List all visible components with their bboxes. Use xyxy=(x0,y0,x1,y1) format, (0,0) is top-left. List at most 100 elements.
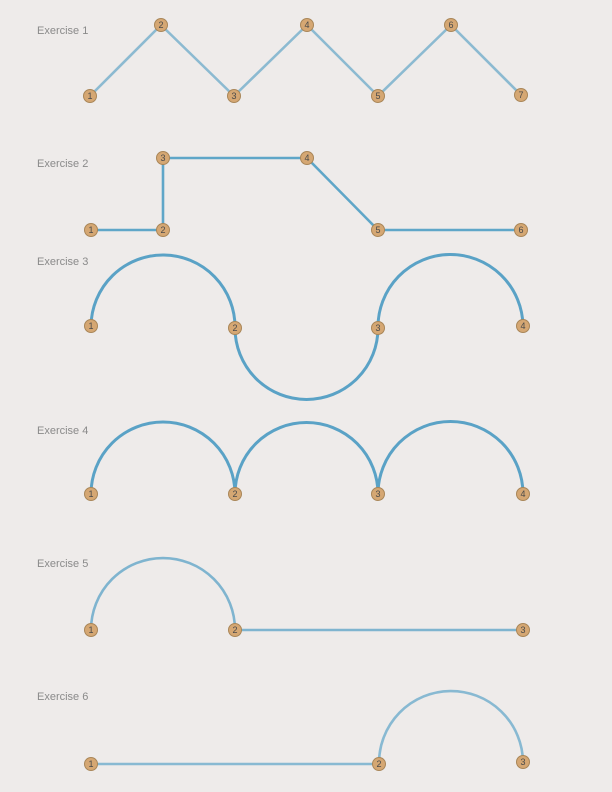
node-marker xyxy=(514,223,528,237)
exercise-3-node-1: 1 xyxy=(84,319,98,333)
exercise-4-segment-1-arc xyxy=(89,420,237,496)
exercise-2-diagram: 1 2 3 4 5 6 xyxy=(84,151,528,237)
exercise-1-node-2: 2 xyxy=(154,18,168,32)
exercise-3-segment-1-arc xyxy=(89,253,237,330)
node-marker xyxy=(84,223,98,237)
node-marker xyxy=(84,623,98,637)
exercise-3-segment-2-arc xyxy=(233,326,380,401)
exercise-3-diagram: 1 2 3 4 xyxy=(84,253,530,401)
node-number: 2 xyxy=(232,323,237,333)
exercise-1-node-7: 7 xyxy=(514,88,528,102)
node-number: 2 xyxy=(158,20,163,30)
exercise-4-node-4: 4 xyxy=(516,487,530,501)
exercise-2-node-2: 2 xyxy=(156,223,170,237)
node-marker xyxy=(227,89,241,103)
node-number: 3 xyxy=(231,91,236,101)
exercise-6-diagram: 1 2 3 xyxy=(84,689,530,771)
node-marker xyxy=(371,223,385,237)
exercise-2-node-3: 3 xyxy=(156,151,170,165)
node-number: 4 xyxy=(520,321,525,331)
exercise-2-node-6: 6 xyxy=(514,223,528,237)
exercise-2-node-4: 4 xyxy=(300,151,314,165)
node-marker xyxy=(84,319,98,333)
exercise-paths: 1 2 3 4 5 6 7 1 2 3 4 5 6 1 2 3 4 1 2 3 4 1 2 3 1 2 3 xyxy=(83,18,530,771)
exercise-6-title: Exercise 6 xyxy=(37,691,88,703)
node-number: 3 xyxy=(375,489,380,499)
node-marker xyxy=(516,755,530,769)
exercise-2-title: Exercise 2 xyxy=(37,158,88,170)
node-marker xyxy=(228,487,242,501)
node-marker xyxy=(371,487,385,501)
node-marker xyxy=(516,319,530,333)
exercise-1-segment-2-line xyxy=(159,23,236,98)
node-marker xyxy=(300,151,314,165)
node-number: 4 xyxy=(304,20,309,30)
exercise-4-segment-3-arc xyxy=(376,420,525,496)
node-marker xyxy=(84,757,98,771)
node-number: 2 xyxy=(232,489,237,499)
node-marker xyxy=(228,321,242,335)
node-number: 7 xyxy=(518,90,523,100)
node-number: 5 xyxy=(375,91,380,101)
node-number: 5 xyxy=(375,225,380,235)
node-number: 3 xyxy=(375,323,380,333)
exercise-1-node-6: 6 xyxy=(444,18,458,32)
node-marker xyxy=(228,623,242,637)
node-number: 4 xyxy=(520,489,525,499)
exercise-6-node-3: 3 xyxy=(516,755,530,769)
node-marker xyxy=(156,151,170,165)
node-marker xyxy=(154,18,168,32)
node-number: 1 xyxy=(88,225,93,235)
exercise-3-title: Exercise 3 xyxy=(37,256,88,268)
node-number: 1 xyxy=(88,759,93,769)
exercise-6-node-2: 2 xyxy=(372,757,386,771)
exercise-4-node-2: 2 xyxy=(228,487,242,501)
exercise-4-diagram: 1 2 3 4 xyxy=(84,420,530,501)
node-number: 6 xyxy=(518,225,523,235)
exercise-4-title: Exercise 4 xyxy=(37,425,88,437)
exercise-1-node-4: 4 xyxy=(300,18,314,32)
node-number: 3 xyxy=(520,625,525,635)
exercise-3-node-2: 2 xyxy=(228,321,242,335)
node-marker xyxy=(514,88,528,102)
node-marker xyxy=(372,757,386,771)
exercise-1-segment-5-line xyxy=(376,23,453,98)
node-number: 3 xyxy=(520,757,525,767)
exercise-1-segment-4-line xyxy=(305,23,380,98)
exercise-1-node-3: 3 xyxy=(227,89,241,103)
node-number: 1 xyxy=(88,321,93,331)
exercise-1-diagram: 1 2 3 4 5 6 7 xyxy=(83,18,528,103)
exercise-5-diagram: 1 2 3 xyxy=(84,556,530,637)
exercise-1-segment-3-line xyxy=(232,23,309,98)
node-marker xyxy=(300,18,314,32)
node-number: 4 xyxy=(304,153,309,163)
exercise-6-segment-2-arc xyxy=(377,689,525,766)
exercise-6-node-1: 1 xyxy=(84,757,98,771)
node-number: 2 xyxy=(160,225,165,235)
exercise-2-node-5: 5 xyxy=(371,223,385,237)
node-marker xyxy=(371,89,385,103)
node-number: 3 xyxy=(160,153,165,163)
exercise-4-node-1: 1 xyxy=(84,487,98,501)
exercise-1-segment-1-line xyxy=(88,23,163,98)
exercise-3-node-3: 3 xyxy=(371,321,385,335)
node-marker xyxy=(371,321,385,335)
exercise-5-segment-1-arc xyxy=(89,556,237,632)
exercise-4-segment-2-arc xyxy=(233,421,380,496)
exercise-5-node-1: 1 xyxy=(84,623,98,637)
node-number: 1 xyxy=(88,489,93,499)
node-marker xyxy=(444,18,458,32)
node-marker xyxy=(156,223,170,237)
node-number: 1 xyxy=(88,625,93,635)
node-number: 2 xyxy=(232,625,237,635)
exercise-2-segment-4-line xyxy=(305,156,380,232)
exercise-5-node-3: 3 xyxy=(516,623,530,637)
exercise-2-node-1: 1 xyxy=(84,223,98,237)
exercise-1-node-1: 1 xyxy=(83,89,97,103)
node-marker xyxy=(516,487,530,501)
exercise-5-title: Exercise 5 xyxy=(37,558,88,570)
node-number: 2 xyxy=(376,759,381,769)
exercise-3-segment-3-arc xyxy=(376,253,525,330)
exercise-1-segment-6-line xyxy=(449,23,523,97)
